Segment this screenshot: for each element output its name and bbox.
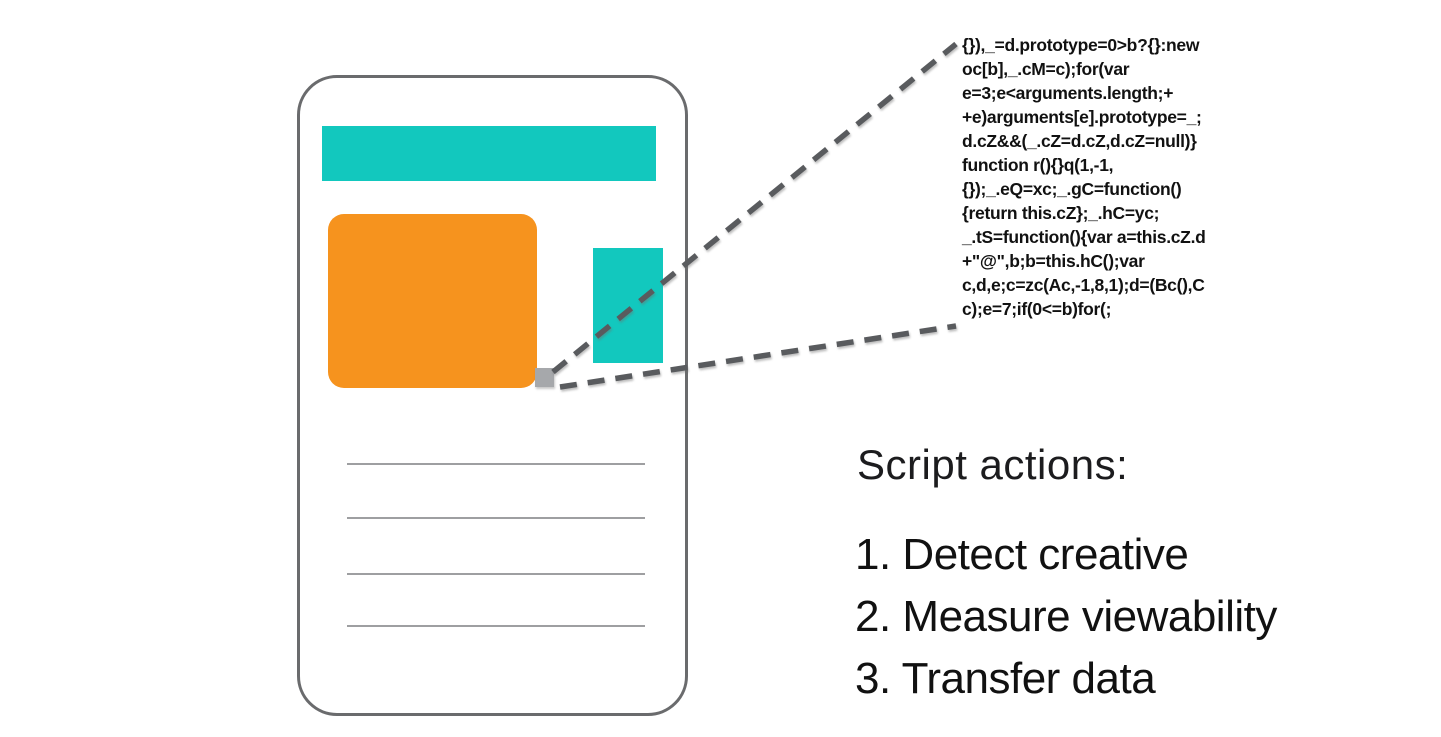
code-line: e=3;e<arguments.length;+ (962, 83, 1174, 103)
code-line: _.tS=function(){var a=this.cZ.d (962, 227, 1206, 247)
main-ad-block (328, 214, 537, 388)
code-line: oc[b],_.cM=c);for(var (962, 59, 1130, 79)
action-item: 2. Measure viewability (855, 592, 1277, 641)
text-placeholder-line (347, 517, 645, 519)
script-actions-title: Script actions: (857, 441, 1129, 488)
code-line: {});_.eQ=xc;_.gC=function() (962, 179, 1182, 199)
code-line: c);e=7;if(0<=b)for(; (962, 299, 1112, 319)
code-line: +"@",b;b=this.hC();var (962, 251, 1145, 271)
script-tag-marker (535, 368, 554, 387)
text-placeholder-line (347, 573, 645, 575)
code-line: function r(){}q(1,-1, (962, 155, 1114, 175)
code-snippet: {}),_=d.prototype=0>b?{}:new oc[b],_.cM=… (962, 33, 1262, 321)
code-line: d.cZ&&(_.cZ=d.cZ,d.cZ=null)} (962, 131, 1197, 151)
code-line: +e)arguments[e].prototype=_; (962, 107, 1202, 127)
banner-ad-block (322, 126, 656, 181)
text-placeholder-line (347, 463, 645, 465)
script-actions-list: 1. Detect creative 2. Measure viewabilit… (855, 524, 1277, 710)
action-item: 1. Detect creative (855, 530, 1189, 579)
text-placeholder-line (347, 625, 645, 627)
code-line: c,d,e;c=zc(Ac,-1,8,1);d=(Bc(),C (962, 275, 1205, 295)
side-ad-block (593, 248, 663, 363)
action-item: 3. Transfer data (855, 654, 1156, 703)
phone-mockup (297, 75, 688, 716)
code-line: {return this.cZ};_.hC=yc; (962, 203, 1160, 223)
code-line: {}),_=d.prototype=0>b?{}:new (962, 35, 1200, 55)
